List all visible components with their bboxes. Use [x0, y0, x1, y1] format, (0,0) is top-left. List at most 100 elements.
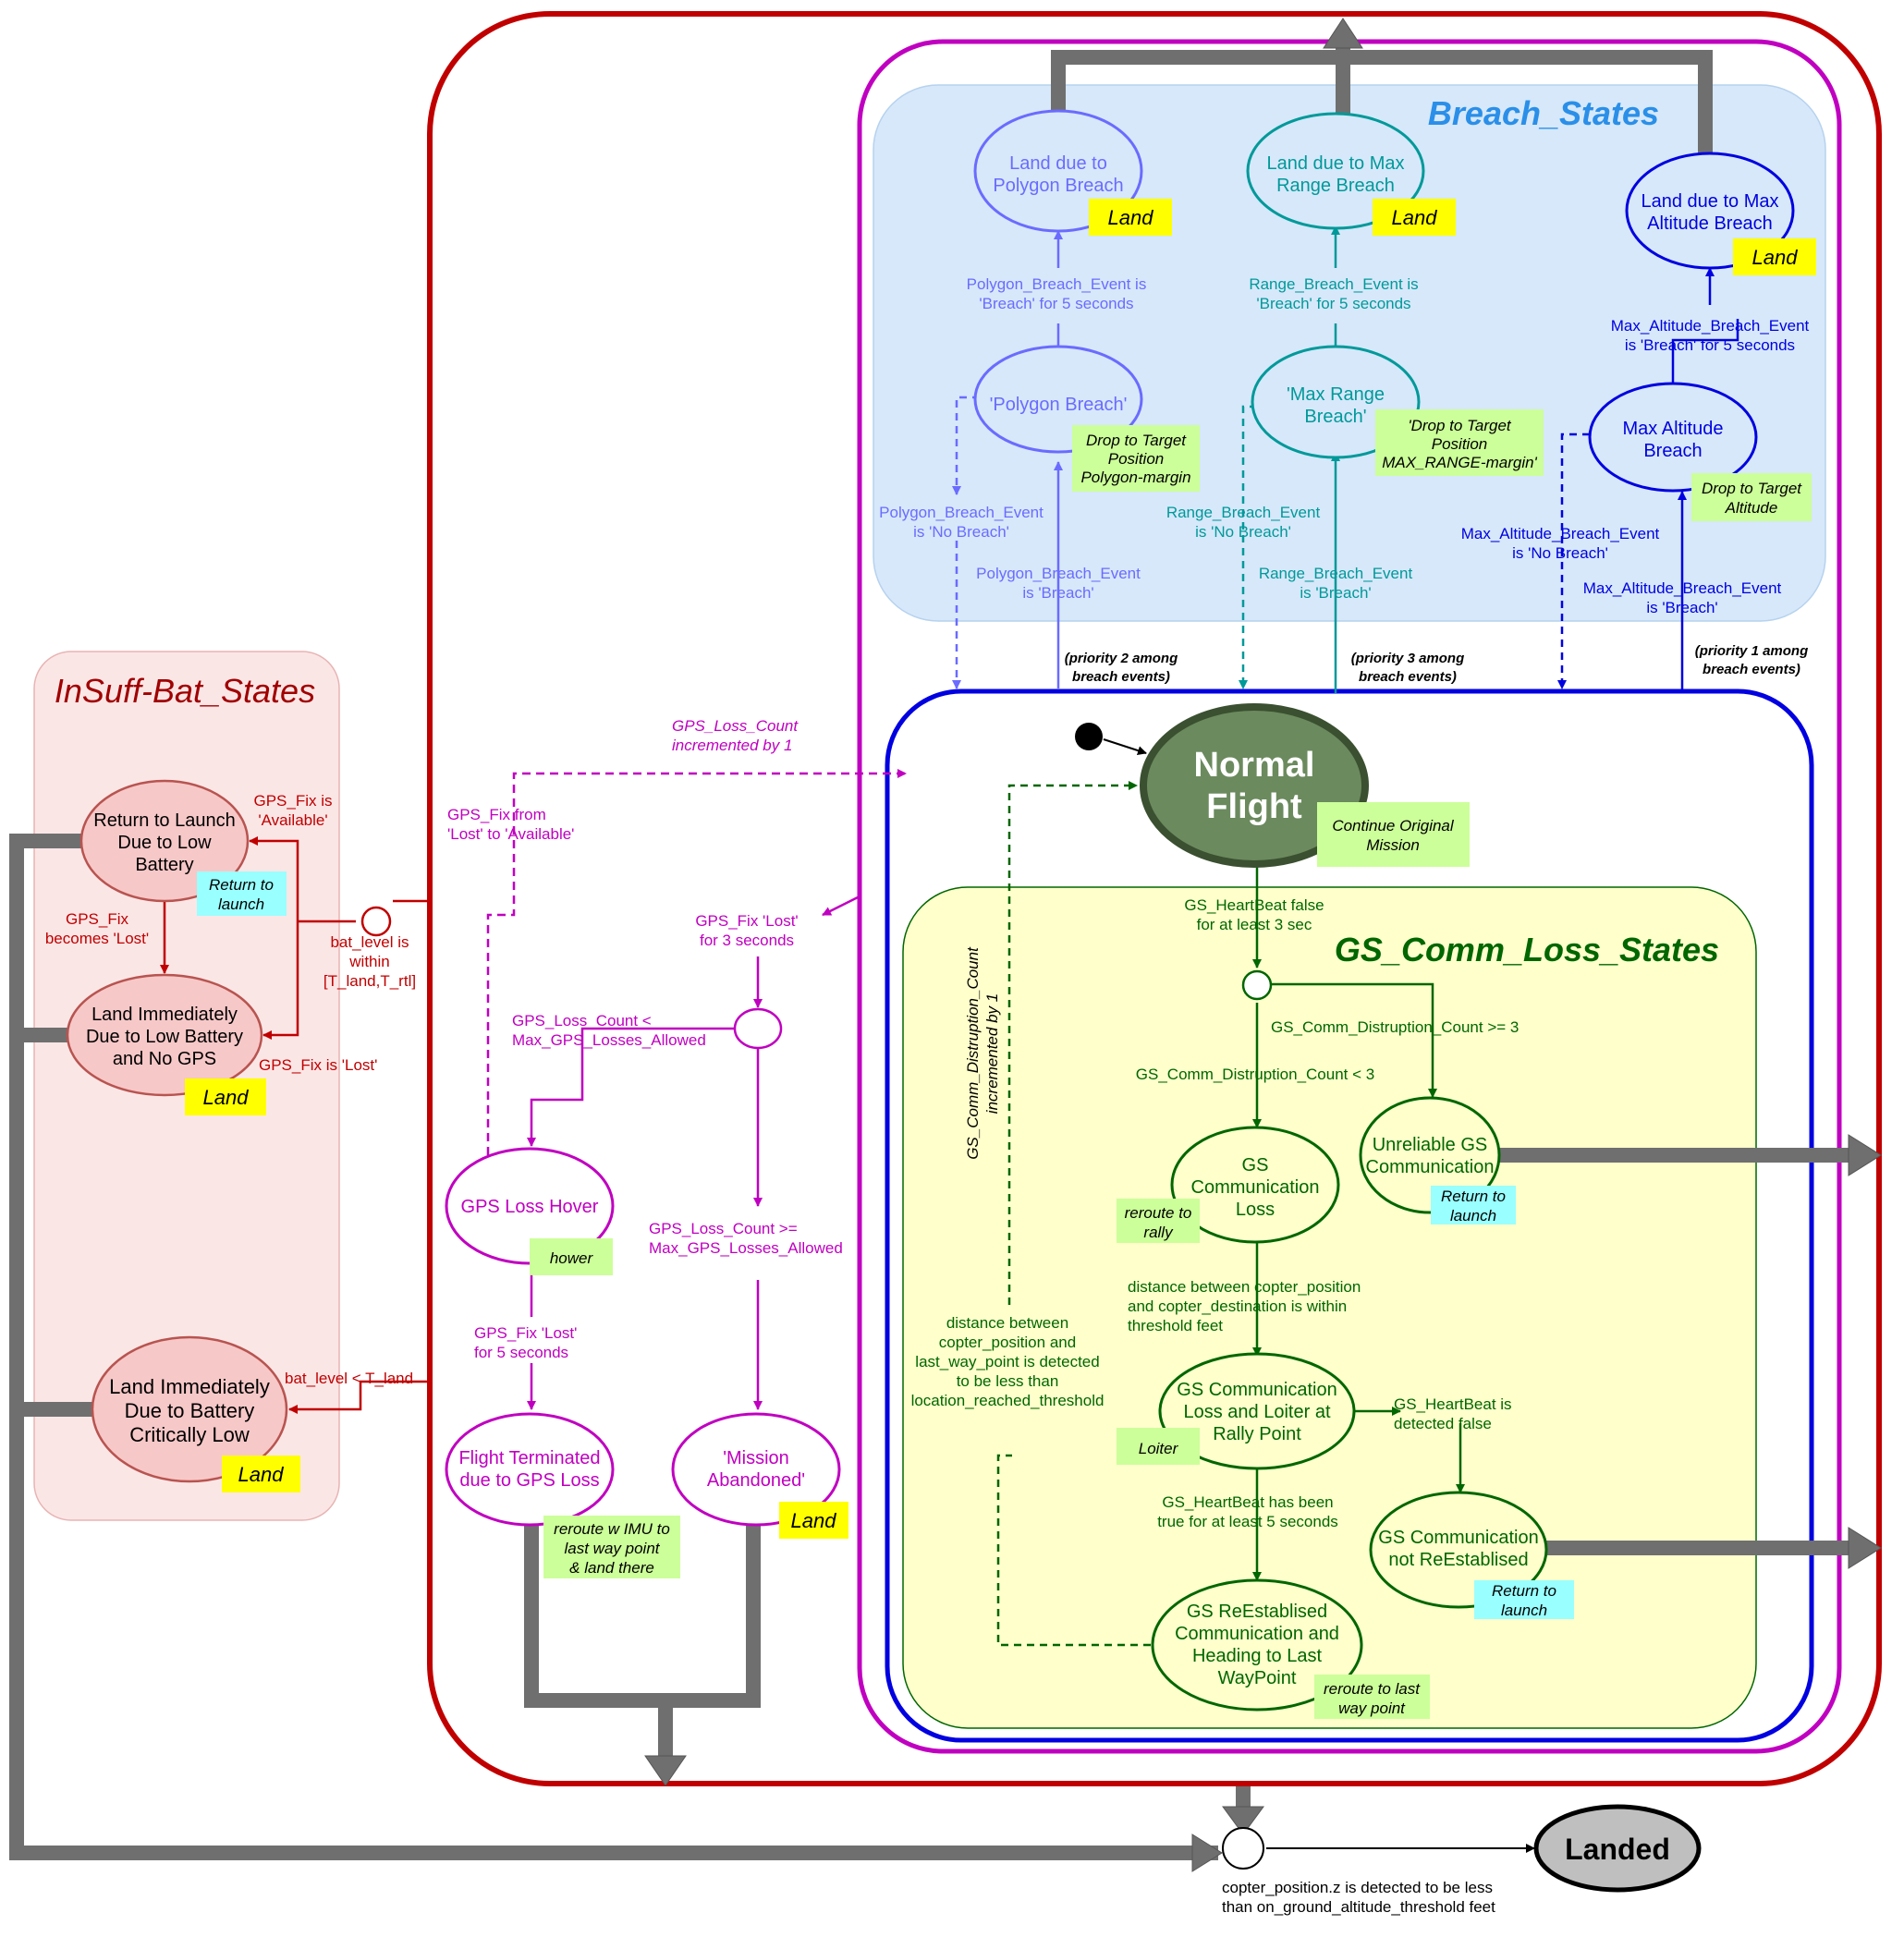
tag-land-no-gps: Land — [185, 1078, 266, 1115]
polygon-transitions — [952, 230, 1063, 689]
transition-label: threshold feet — [1128, 1317, 1223, 1334]
transition-label: than on_ground_altitude_threshold feet — [1222, 1898, 1495, 1916]
state-text: 'Mission — [723, 1448, 789, 1468]
transition-label: within — [348, 953, 389, 970]
transition-label: 'Available' — [258, 811, 327, 829]
svg-text:GPS_Fix is'Available': GPS_Fix is'Available' — [253, 792, 332, 829]
state-text: Polygon Breach — [993, 176, 1123, 196]
transition-label: GPS_Fix 'Lost' — [695, 912, 798, 930]
breach-group-title: Breach_States — [1428, 94, 1659, 132]
state-text: Due to Low Battery — [86, 1027, 243, 1047]
tag-text: Land — [1108, 206, 1154, 229]
state-text: Heading to Last — [1192, 1646, 1323, 1666]
transition-label: is 'Breach' — [1300, 584, 1371, 602]
state-text: Land due to — [1009, 153, 1107, 174]
tag-text: Return to — [209, 876, 274, 894]
battery-transitions — [160, 836, 430, 1414]
tag-text: reroute w IMU to — [554, 1520, 670, 1538]
transition-label: 'Breach' for 5 seconds — [979, 295, 1133, 312]
state-text: Max Altitude — [1623, 419, 1724, 439]
altitude-transitions — [1557, 267, 1739, 691]
tag-text: launch — [1501, 1602, 1547, 1619]
transition-label: is 'Breach' — [1646, 599, 1717, 616]
state-text: Critically Low — [129, 1423, 250, 1446]
state-text: Normal — [1194, 746, 1315, 785]
transition-label: GPS_Fix is — [253, 792, 332, 810]
outer-red-boundary — [427, 11, 1882, 1786]
svg-text:Polygon_Breach_Event is'Breach: Polygon_Breach_Event is'Breach' for 5 se… — [967, 275, 1147, 312]
state-text: due to GPS Loss — [459, 1470, 599, 1491]
tag-text: reroute to — [1125, 1204, 1192, 1222]
state-text: Unreliable GS — [1373, 1135, 1488, 1155]
state-text: Communication — [1366, 1157, 1495, 1177]
priority-label: (priority 3 among — [1351, 651, 1465, 666]
transition-label: 'Breach' for 5 seconds — [1256, 295, 1410, 312]
transition-label: detected false — [1394, 1415, 1492, 1432]
transition-label: for 3 seconds — [700, 932, 794, 949]
transition-label: is 'No Breach' — [1512, 544, 1608, 562]
transition-label: GS_HeartBeat has been — [1162, 1493, 1333, 1511]
transition-label: GS_Comm_Distruption_Count >= 3 — [1271, 1018, 1519, 1036]
state-text: Rally Point — [1213, 1424, 1301, 1444]
transition-label: [T_land,T_rtl] — [323, 972, 416, 990]
tag-text: rally — [1143, 1224, 1174, 1241]
tag-text: way point — [1338, 1699, 1406, 1717]
state-text: Breach' — [1304, 407, 1366, 427]
svg-text:Range_Breach_Event is'Breach': Range_Breach_Event is'Breach' for 5 seco… — [1249, 275, 1418, 312]
transition-label: copter_position.z is detected to be less — [1222, 1879, 1493, 1896]
state-text: Range Breach — [1276, 176, 1395, 196]
tag-text: Polygon-margin — [1080, 469, 1190, 486]
transition-label: GPS_Fix 'Lost' — [474, 1324, 577, 1342]
transition-label: incremented by 1 — [672, 737, 792, 754]
gs-junction — [1241, 969, 1273, 1001]
tag-text: & land there — [569, 1559, 654, 1577]
transition-label: GPS_Loss_Count — [672, 717, 799, 735]
priority-label: breach events) — [1703, 662, 1800, 677]
state-text: Return to Launch — [93, 810, 235, 831]
svg-text:GPS_Fix from'Lost' to 'Availab: GPS_Fix from'Lost' to 'Available' — [447, 806, 574, 843]
state-text: Communication — [1191, 1177, 1320, 1198]
tag-text: Altitude — [1725, 499, 1778, 517]
tag-text: reroute to last — [1324, 1680, 1421, 1698]
transition-label: copter_position and — [939, 1334, 1076, 1351]
state-text: Due to Battery — [125, 1399, 255, 1422]
state-text: not ReEstablised — [1388, 1550, 1528, 1570]
state-text: GS Communication — [1378, 1528, 1538, 1548]
battery-junction — [360, 906, 392, 937]
transition-label: Range_Breach_Event — [1166, 504, 1321, 521]
breach-labels: Polygon_Breach_Event is'Breach' for 5 se… — [879, 275, 1809, 616]
transition-label: Max_Altitude_Breach_Event — [1611, 317, 1810, 335]
state-text: Breach — [1643, 441, 1702, 461]
tag-text: launch — [218, 895, 264, 913]
state-text: GPS Loss Hover — [461, 1197, 599, 1217]
tag-reroute-rally: reroute to rally — [1117, 1199, 1200, 1243]
transition-label: location_reached_threshold — [911, 1392, 1105, 1409]
transition-label: GS_HeartBeat false — [1184, 896, 1324, 914]
